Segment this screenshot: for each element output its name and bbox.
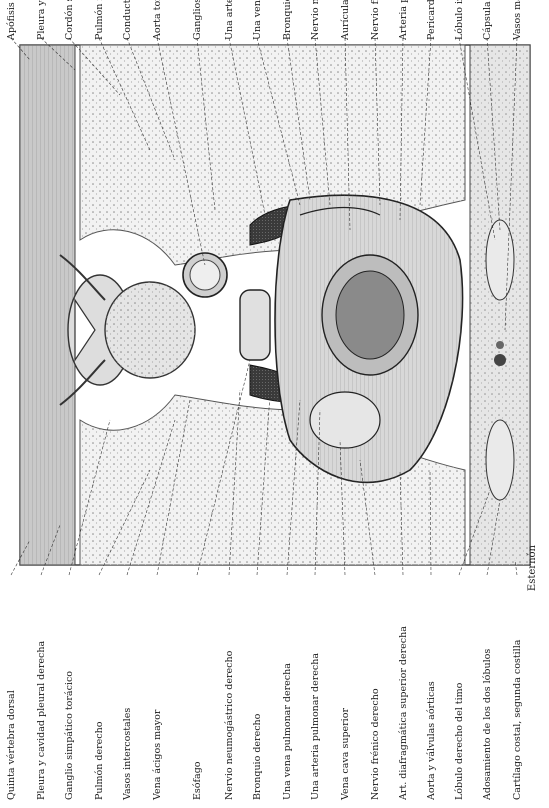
label-esofago: Esófago (192, 761, 203, 800)
label-nervio-neumogastrico-derecho: Nervio neumogástrico derecho (224, 650, 235, 800)
label-pleura-y-cavidad-pleural-derecha: Pleura y cavidad pleural derecha (36, 641, 47, 800)
label-adosamiento-de-los-dos-lobulos: Adosamiento de los dos lóbulos (482, 649, 493, 801)
superior-vena-cava (310, 392, 380, 448)
label-arteria-pulmonar: Arteria pulmonar (398, 0, 409, 41)
label-lobulo-derecho-del-timo: Lóbulo derecho del timo (454, 682, 465, 800)
label-bronquio-derecho: Bronquio derecho (252, 713, 263, 800)
internal-mammary-vessels (494, 354, 506, 366)
label-art-diafragmatica-superior-derecha: Art. diafragmática superior derecha (398, 626, 409, 801)
label-bronquio-izquierdo: Bronquio izquierdo (282, 0, 293, 40)
label-nervio-frenico-izquierdo: Nervio frénico izquierdo (370, 0, 381, 40)
label-auricula-izquierda-parte-superior: Aurícula izquierda (parte superior) (340, 0, 351, 41)
label-una-arteria-pulmonar-izquierda: Una arteria pulmonar izquierda (224, 0, 235, 40)
label-aorta-y-valvulas-aorticas: Aorta y válvulas aórticas (426, 681, 437, 801)
label-vasos-intercostales: Vasos intercostales (122, 708, 133, 801)
label-vasos-mamarios-internos: Vasos mamarios internos (512, 0, 523, 41)
label-cordon-simpatico-toracico: Cordón simpático torácico (64, 0, 75, 40)
label-quinta-vertebra-dorsal: Quinta vértebra dorsal (6, 690, 17, 800)
label-ganglio-simpatico-toracico: Ganglio simpático torácico (64, 671, 75, 800)
label-pleura-y-cavidad-pleural-izquierda: Pleura y cavidad pleural izquierda (36, 0, 47, 40)
label-pericardio-y-cavidad-pericardica: Pericardio y cavidad pericárdica (426, 0, 437, 40)
left-thymus (486, 220, 514, 300)
label-esternon: Esternón (527, 544, 538, 591)
label-aorta-toracica: Aorta torácica (152, 0, 163, 41)
label-lobulo-izquierdo-del-timo: Lóbulo izquierdo del timo (454, 0, 465, 40)
label-una-arteria-pulmonar-derecha: Una arteria pulmonar derecha (310, 653, 321, 800)
section-illustration (20, 45, 530, 565)
label-apofisis-espinosa-1-d: Apófisis espinosa 1.ª D (6, 0, 17, 41)
label-pulmon-izquierdo: Pulmón izquierdo (94, 0, 105, 40)
label-nervio-neumogastrico-izquierdo: Nervio neumogástrico izquierdo (310, 0, 321, 40)
label-vena-cava-superior: Vena cava superior (340, 708, 351, 801)
label-pulmon-derecho: Pulmón derecho (94, 721, 105, 800)
esophagus (240, 290, 270, 360)
label-vena-acigos-mayor: Vena ácigos mayor (152, 709, 163, 801)
label-nervio-frenico-derecho: Nervio frénico derecho (370, 688, 381, 800)
label-una-vena-pulmonar-derecha: Una vena pulmonar derecha (282, 663, 293, 800)
label-capsula-timica: Cápsula tímica (482, 0, 493, 40)
label-una-vena-pulmonar-izquierda: Una vena pulmonar izquierda (252, 0, 263, 40)
label-cartilago-costal-segunda-costilla: Cartílago costal, segunda costilla (512, 639, 523, 800)
label-conducto-toracico: Conducto torácico (122, 0, 133, 40)
right-thymus (486, 420, 514, 500)
